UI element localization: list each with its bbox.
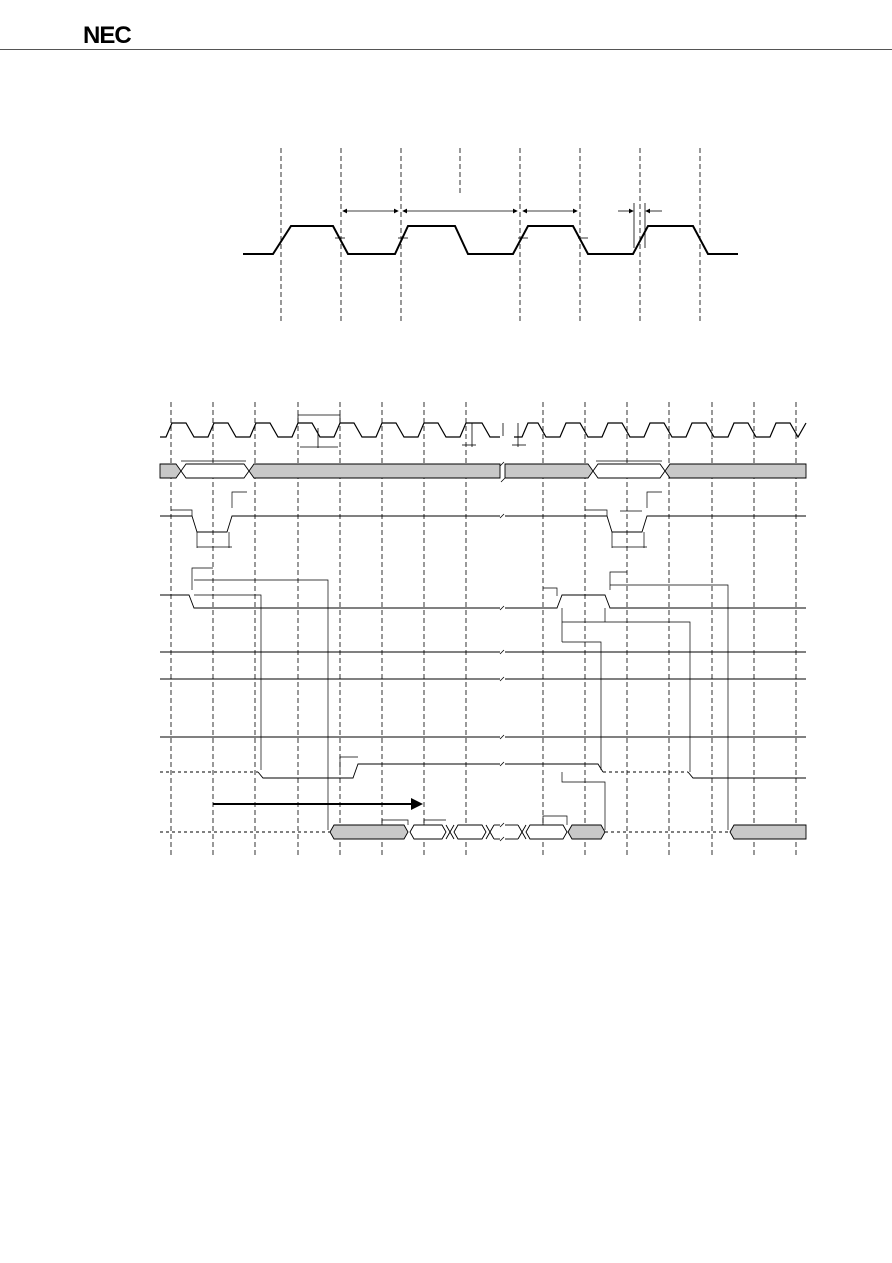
strobe-waveform-1: [160, 515, 500, 533]
clock-timing-diagram: [243, 148, 738, 322]
address-bus-row: [159, 460, 807, 479]
clock-period-arrows: [342, 203, 662, 248]
strobe-waveform-2: [160, 594, 500, 609]
data-bus-row: [160, 815, 807, 840]
clock-guide-lines: [280, 148, 701, 322]
nec-logo: NEC: [83, 22, 132, 49]
bus-clock-waveform: [160, 422, 500, 438]
bus-timing-diagram: [159, 402, 807, 858]
static-signal-rows: [160, 651, 806, 738]
header-rule: [0, 49, 892, 50]
clock-detail-marks: [297, 414, 526, 448]
ready-signal-row: [160, 756, 806, 830]
clock-waveform: [243, 225, 738, 255]
time-break-marks: [499, 461, 506, 842]
